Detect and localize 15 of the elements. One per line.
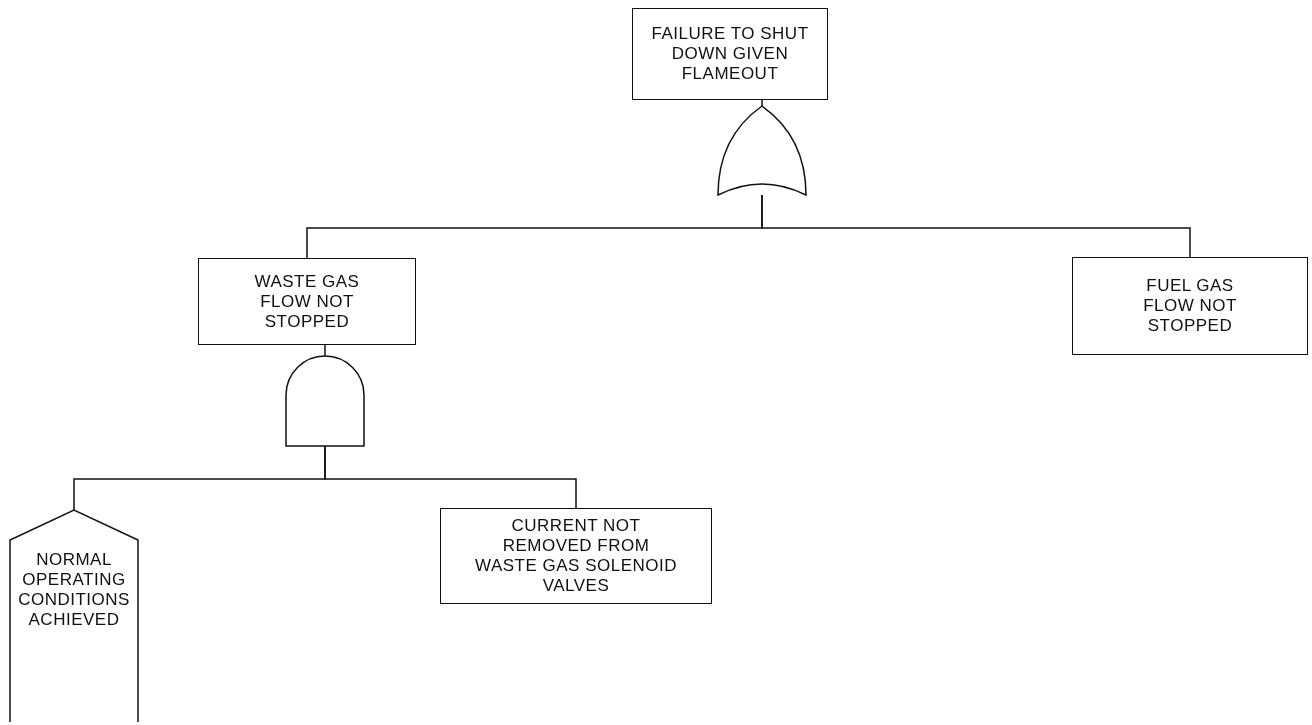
connector-line (761, 99, 763, 107)
and-gate-symbol (285, 355, 365, 447)
connector-line (324, 344, 326, 357)
connector-line (761, 194, 1191, 258)
event-description: CURRENT NOT REMOVED FROM WASTE GAS SOLENOID VALVES (474, 516, 678, 596)
event-description: FAILURE TO SHUT DOWN GIVEN FLAMEOUT (650, 24, 810, 84)
event-box (1072, 257, 1308, 355)
event-box (198, 258, 416, 345)
event-description: FUEL GAS FLOW NOT STOPPED (1142, 276, 1238, 336)
connector-line (324, 445, 577, 509)
event-description: NORMAL OPERATING CONDITIONS ACHIEVED (17, 550, 131, 630)
event-box (440, 508, 712, 604)
event-box (632, 8, 828, 100)
or-gate-symbol (717, 105, 807, 196)
event-description: WASTE GAS FLOW NOT STOPPED (253, 271, 361, 332)
